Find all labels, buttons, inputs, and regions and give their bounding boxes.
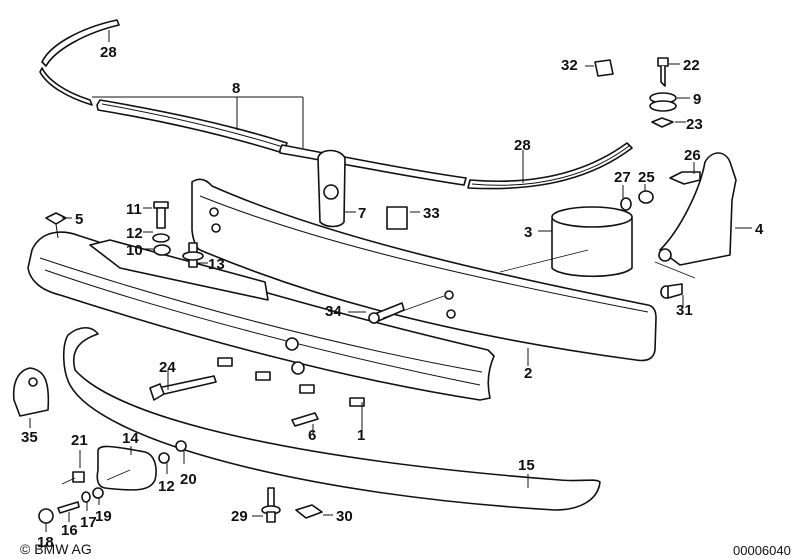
callout-18[interactable]: 18	[37, 534, 54, 551]
washer-17[interactable]	[81, 491, 91, 503]
cap-18[interactable]	[38, 508, 54, 524]
callout-7[interactable]: 7	[358, 205, 366, 222]
clip-30[interactable]	[295, 504, 323, 519]
callout-4[interactable]: 4	[755, 221, 764, 238]
bumper-carrier[interactable]	[27, 231, 495, 407]
callout-24[interactable]: 24	[159, 359, 176, 376]
copyright-text: © BMW AG	[20, 541, 92, 557]
lower-trim[interactable]	[62, 326, 601, 511]
callout-30[interactable]: 30	[336, 508, 353, 525]
callout-labels: 28 8 28 32 22 9 23 26 27 25 4 3 33 7 5 1…	[21, 44, 764, 551]
screw-16[interactable]	[57, 501, 80, 514]
callout-35[interactable]: 35	[21, 429, 38, 446]
washer-12-bottom[interactable]	[158, 452, 170, 464]
nut-plate-23[interactable]	[651, 117, 674, 128]
callout-9[interactable]: 9	[693, 91, 701, 108]
callout-32[interactable]: 32	[561, 57, 578, 74]
nut-19[interactable]	[92, 487, 104, 499]
stud-13[interactable]	[182, 242, 204, 268]
rubber-mount-9[interactable]	[649, 92, 677, 112]
callout-27[interactable]: 27	[614, 169, 631, 186]
clip-nut-21[interactable]	[72, 471, 85, 483]
mount-35[interactable]	[12, 367, 50, 417]
washer-27[interactable]	[620, 197, 632, 211]
callout-28[interactable]: 28	[514, 137, 531, 154]
screw-20[interactable]	[175, 440, 187, 452]
callout-34[interactable]: 34	[325, 303, 342, 320]
stud-29[interactable]	[261, 487, 281, 523]
callout-15[interactable]: 15	[518, 457, 535, 474]
callout-26[interactable]: 26	[684, 147, 701, 164]
callout-13[interactable]: 13	[208, 256, 225, 273]
callout-12[interactable]: 12	[126, 225, 143, 242]
assembly-lines	[61, 249, 696, 485]
callout-33[interactable]: 33	[423, 205, 440, 222]
callout-29[interactable]: 29	[231, 508, 248, 525]
callout-12[interactable]: 12	[158, 478, 175, 495]
diagram-number: 00006040	[733, 543, 791, 558]
nut-25[interactable]	[638, 190, 654, 204]
plate-holder-14[interactable]	[96, 445, 157, 491]
callout-11[interactable]: 11	[126, 201, 142, 218]
bumper-cover[interactable]	[191, 178, 657, 362]
callout-14[interactable]: 14	[122, 430, 139, 447]
callout-2[interactable]: 2	[524, 365, 532, 382]
callout-20[interactable]: 20	[180, 471, 197, 488]
callout-31[interactable]: 31	[676, 302, 693, 319]
callout-21[interactable]: 21	[71, 432, 88, 449]
trim-strip-right[interactable]	[467, 142, 633, 190]
callout-8[interactable]: 8	[232, 80, 240, 97]
callout-28[interactable]: 28	[100, 44, 117, 61]
callout-17[interactable]: 17	[80, 514, 97, 531]
screw-22[interactable]	[657, 57, 669, 87]
callout-19[interactable]: 19	[95, 508, 112, 525]
rivet-6[interactable]	[291, 412, 319, 427]
bolt-24[interactable]	[149, 375, 217, 401]
bolt-11[interactable]	[153, 201, 169, 229]
trim-strip-center[interactable]	[96, 99, 467, 186]
plate[interactable]	[386, 206, 408, 230]
impact-absorber[interactable]	[551, 206, 633, 278]
callout-1[interactable]: 1	[357, 427, 365, 444]
callout-23[interactable]: 23	[686, 116, 703, 133]
callout-3[interactable]: 3	[524, 224, 532, 241]
trim-strip-left[interactable]	[39, 19, 120, 106]
bushing-10[interactable]	[153, 244, 171, 256]
bolt-26[interactable]	[669, 171, 701, 185]
holder[interactable]	[317, 149, 346, 228]
callout-5[interactable]: 5	[75, 211, 83, 228]
callout-16[interactable]: 16	[61, 522, 78, 539]
bracket[interactable]	[658, 152, 737, 266]
callout-6[interactable]: 6	[308, 427, 316, 444]
callout-10[interactable]: 10	[126, 242, 143, 259]
pin-34[interactable]	[368, 302, 405, 324]
washer-12-top[interactable]	[152, 233, 170, 243]
clip-32[interactable]	[594, 59, 614, 77]
callout-25[interactable]: 25	[638, 169, 655, 186]
leader-lines	[29, 30, 752, 532]
bolt-31[interactable]	[660, 283, 683, 299]
callout-22[interactable]: 22	[683, 57, 700, 74]
